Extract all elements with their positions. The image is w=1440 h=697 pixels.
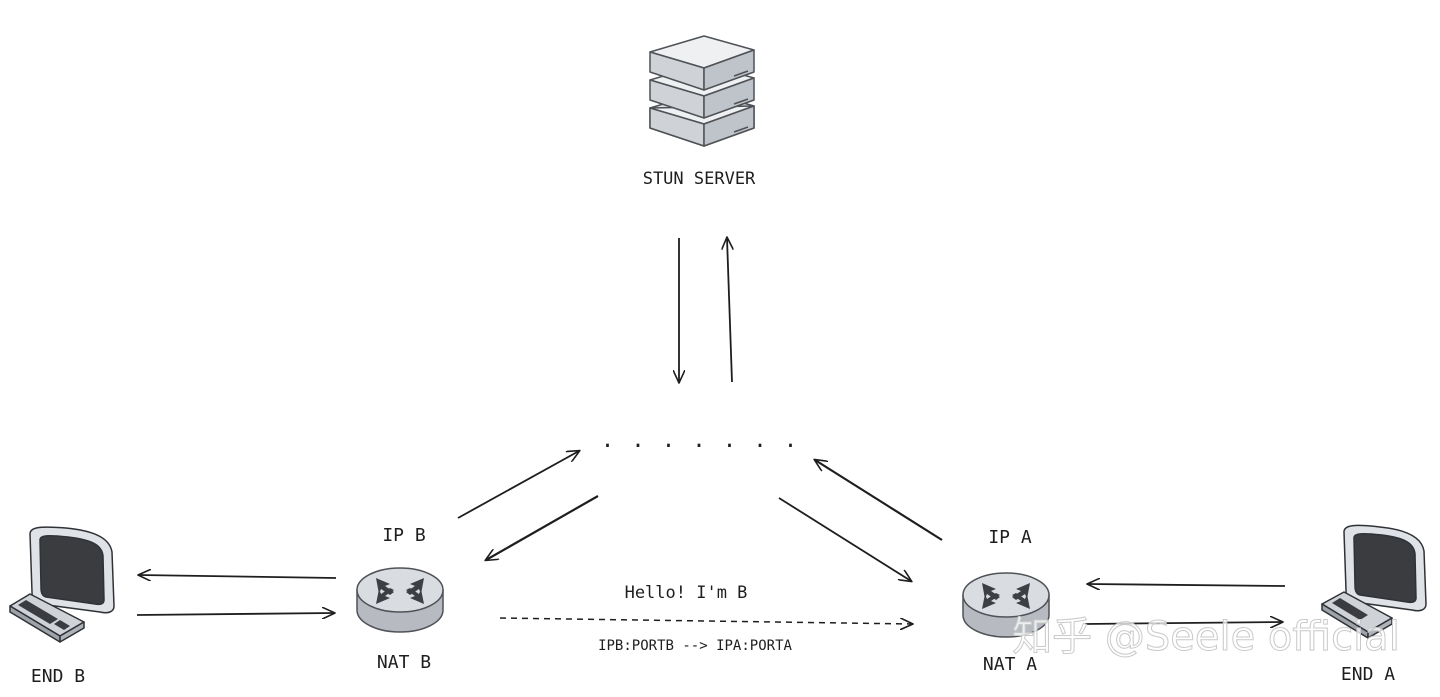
arrow-nata-to-enda: [1084, 622, 1282, 624]
end-a-label: END A: [1341, 664, 1395, 685]
nat-b-label: NAT B: [377, 652, 431, 673]
arrow-internet-to-natb: [486, 495, 599, 560]
nat-b-ip-label: IP B: [382, 525, 425, 546]
nat-a-router-icon: [962, 572, 1050, 638]
internet-dots: . . . . . . .: [601, 428, 799, 453]
arrow-to-stun: [727, 238, 732, 383]
end-b-label: END B: [31, 666, 85, 687]
nat-a-ip-label: IP A: [988, 527, 1032, 548]
end-b-computer-icon: [9, 526, 115, 643]
arrow-natb-to-endb: [139, 575, 337, 578]
nat-a-label: NAT A: [983, 654, 1037, 675]
watermark: 知乎 @Seele official: [1012, 614, 1400, 660]
server-stack-icon: [649, 35, 755, 147]
end-a-computer-icon: [1321, 524, 1427, 639]
nat-b-router-icon: [356, 567, 444, 633]
arrow-nata-to-internet: [815, 460, 943, 541]
hello-message: Hello! I'm B: [625, 583, 748, 603]
arrow-enda-to-nata: [1088, 584, 1286, 586]
stun-server-label: STUN SERVER: [643, 169, 756, 189]
port-mapping-label: IPB:PORTB --> IPA:PORTA: [598, 638, 792, 654]
hello-dashed-arrow: [499, 617, 912, 624]
arrow-internet-to-nata: [778, 497, 911, 581]
arrow-natb-to-internet: [457, 451, 579, 519]
arrow-endb-to-natb: [136, 613, 334, 615]
